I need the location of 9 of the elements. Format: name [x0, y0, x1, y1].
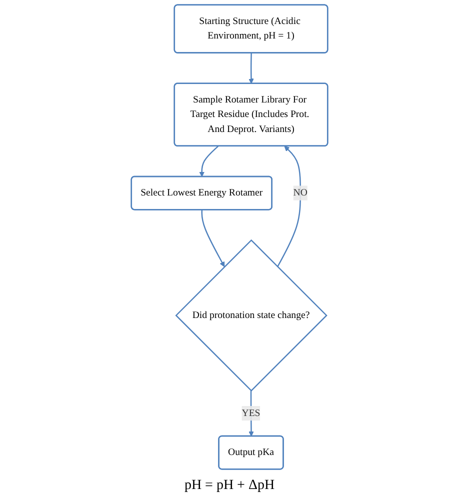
node-diamond: Did protonation state change?	[175, 239, 328, 392]
arrow	[248, 53, 254, 84]
edge-label: NO	[293, 188, 308, 198]
edge-label: YES	[242, 408, 260, 418]
arrow	[201, 210, 225, 267]
note-text: pH = pH + ΔpH	[184, 478, 275, 494]
arrow	[277, 146, 301, 268]
arrow	[248, 390, 254, 437]
arrow	[199, 146, 219, 178]
